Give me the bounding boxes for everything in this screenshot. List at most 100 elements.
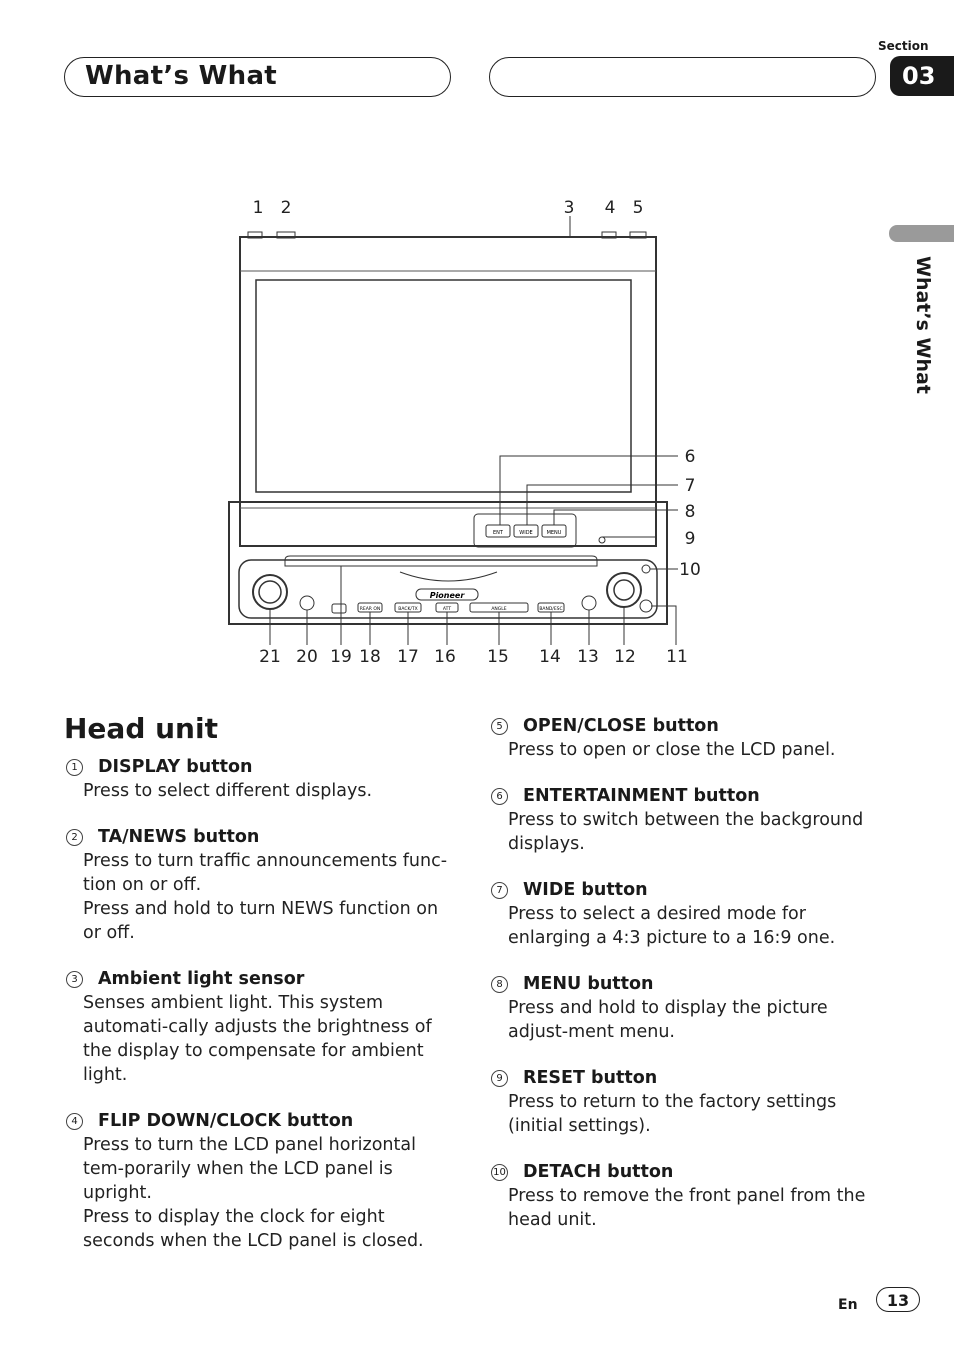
item-description-line: Press to select different displays.	[83, 781, 373, 801]
src-button	[299, 595, 315, 611]
callout-5: 5	[633, 198, 644, 218]
item-title-text: Ambient light sensor	[98, 969, 305, 989]
callout-17: 17	[397, 647, 419, 667]
wide-button	[513, 524, 539, 538]
item-description-line: Press to return to the factory settings …	[508, 1092, 837, 1136]
back-tx-label: BACK/TX	[398, 606, 418, 612]
ent-button	[485, 524, 511, 538]
detach-button	[641, 564, 651, 574]
leader-11	[651, 605, 677, 645]
leader-6	[499, 455, 678, 525]
item-description: Press to return to the factory settings …	[489, 1090, 879, 1138]
callout-15: 15	[487, 647, 509, 667]
section-number: 03	[890, 56, 954, 96]
disc-slot	[284, 555, 598, 567]
item-description: Press to remove the front panel from the…	[489, 1184, 879, 1232]
lcd-panel-frame	[239, 236, 657, 547]
item-title: 8 MENU button	[489, 972, 879, 996]
item-description-line: Press to switch between the background d…	[508, 810, 864, 854]
item-title-text: OPEN/CLOSE button	[523, 716, 719, 736]
leader-8	[553, 509, 678, 525]
item-description: Senses ambient light. This system automa…	[64, 991, 454, 1087]
band-esc-label: BAND/ESC	[539, 606, 562, 612]
item-description: Press to select a desired mode for enlar…	[489, 902, 879, 950]
callout-14: 14	[539, 647, 561, 667]
callout-19: 19	[330, 647, 352, 667]
callout-20: 20	[296, 647, 318, 667]
item-title: 6 ENTERTAINMENT button	[489, 784, 879, 808]
item-number: 1	[66, 759, 83, 776]
item-title: 1 DISPLAY button	[64, 755, 454, 779]
callout-6: 6	[685, 447, 696, 467]
pioneer-logo-plate	[415, 588, 479, 601]
lcd-screen	[255, 279, 632, 493]
callout-10: 10	[679, 560, 701, 580]
item-number: 8	[491, 976, 508, 993]
callout-9: 9	[685, 529, 696, 549]
item-description: Press and hold to display the picture ad…	[489, 996, 879, 1044]
item-number: 4	[66, 1113, 83, 1130]
side-tab-marker	[889, 225, 954, 242]
item-title-text: TA/NEWS button	[98, 827, 260, 847]
small-button	[331, 603, 347, 614]
item-description-line: Press to open or close the LCD panel.	[508, 740, 836, 760]
item-title-text: ENTERTAINMENT button	[523, 786, 760, 806]
item-description: Press to switch between the background d…	[489, 808, 879, 856]
pioneer-logo: Pioneer	[430, 591, 466, 600]
item-description-line: Press and hold to display the picture ad…	[508, 998, 828, 1042]
item-title-text: DISPLAY button	[98, 757, 253, 777]
item-description-line: Press to select a desired mode for enlar…	[508, 904, 836, 948]
callout-16: 16	[434, 647, 456, 667]
ent-label: ENT	[493, 530, 504, 536]
item-number: 3	[66, 971, 83, 988]
head-unit-diagram: ENT WIDE MENU Pioneer REAR ON BACK/TX AT…	[228, 198, 701, 667]
section-heading: Head unit	[64, 712, 218, 745]
item-number: 7	[491, 882, 508, 899]
callout-13: 13	[577, 647, 599, 667]
item-number: 6	[491, 788, 508, 805]
reset-button	[598, 536, 606, 544]
panel-button-bay	[473, 513, 577, 548]
item-description: Press to select different displays.	[64, 779, 454, 803]
item-description-line: Press to turn traffic announcements func…	[83, 851, 448, 895]
item-title-text: RESET button	[523, 1068, 658, 1088]
header-title-pill: What’s What	[64, 57, 451, 97]
item-description: Press to turn traffic announcements func…	[64, 849, 454, 945]
item-description-line: Senses ambient light. This system automa…	[83, 993, 432, 1085]
volume-knob-outer	[252, 574, 288, 610]
item-description-line: Press to turn the LCD panel horizontal t…	[83, 1135, 416, 1203]
side-tab-label: What’s What	[912, 256, 934, 394]
item-description: Press to open or close the LCD panel.	[489, 738, 879, 762]
item-title-text: MENU button	[523, 974, 654, 994]
section-label: Section	[878, 39, 929, 53]
callout-3: 3	[564, 198, 575, 218]
front-panel	[238, 559, 658, 619]
multi-control-outer	[606, 572, 642, 608]
item-description-line: Press and hold to turn NEWS function on …	[83, 899, 439, 943]
item-number: 2	[66, 829, 83, 846]
footer-page-number: 13	[876, 1287, 920, 1312]
callout-12: 12	[614, 647, 636, 667]
list-button	[581, 595, 597, 611]
multi-control	[613, 579, 635, 601]
header-pill-empty	[489, 57, 876, 97]
item-title-text: DETACH button	[523, 1162, 674, 1182]
item-title: 9 RESET button	[489, 1066, 879, 1090]
item-description-line: Press to display the clock for eight sec…	[83, 1207, 424, 1251]
item-number: 9	[491, 1070, 508, 1087]
callout-2: 2	[281, 198, 292, 218]
item-title-text: FLIP DOWN/CLOCK button	[98, 1111, 354, 1131]
